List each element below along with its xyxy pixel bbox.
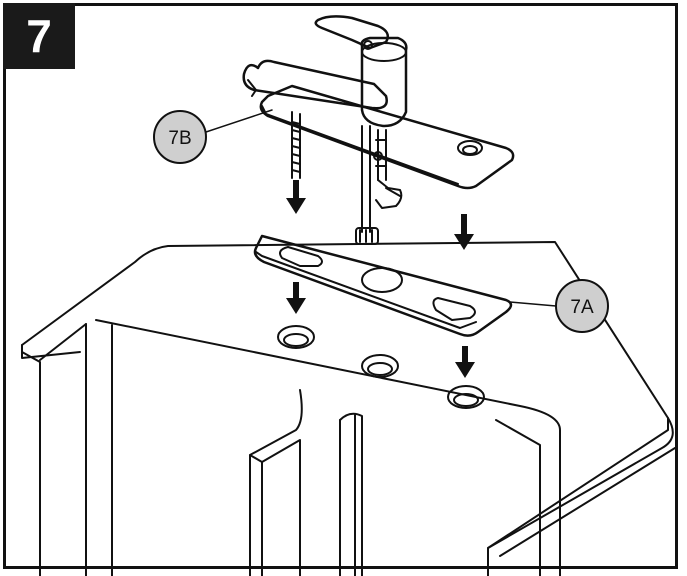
arrow-down-icon bbox=[455, 346, 475, 378]
callout-label-7b: 7B bbox=[168, 128, 191, 149]
direction-arrows bbox=[286, 180, 475, 378]
deck-holes bbox=[277, 325, 485, 409]
deck-hole-center bbox=[361, 354, 399, 378]
callout-7a: 7A bbox=[509, 279, 609, 333]
deck-hole-right bbox=[447, 385, 485, 409]
deck-gasket bbox=[253, 234, 513, 337]
callout-label-7a: 7A bbox=[570, 297, 594, 318]
arrow-down-icon bbox=[454, 214, 474, 250]
sink-deck bbox=[21, 241, 676, 576]
deck-hole-left bbox=[277, 325, 315, 349]
callout-7b: 7B bbox=[153, 109, 273, 164]
arrow-down-icon bbox=[286, 282, 306, 314]
arrow-down-icon bbox=[286, 180, 306, 214]
step-number-badge: 7 bbox=[3, 3, 75, 69]
faucet-body bbox=[242, 15, 515, 245]
